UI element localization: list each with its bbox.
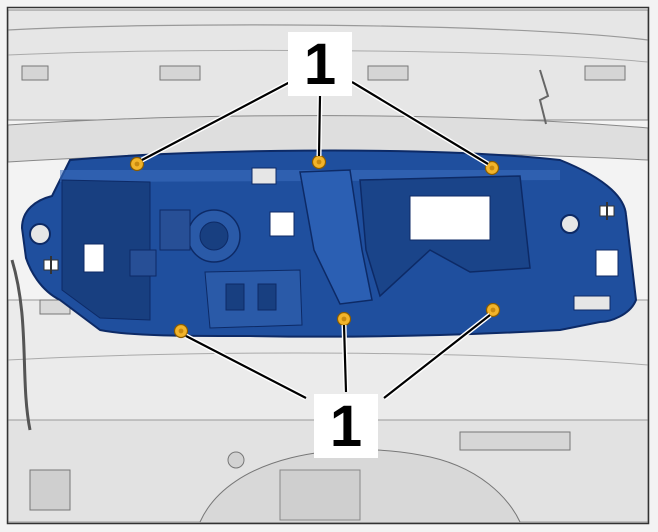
screw-head-icon [336, 311, 352, 327]
trim-clip-icon [599, 202, 615, 220]
screw-head-icon [485, 302, 501, 318]
trim-clip-icon [43, 256, 59, 274]
screw-head-icon [129, 156, 145, 172]
trim-clips [43, 202, 615, 274]
screw-head-icon [484, 160, 500, 176]
handle-housing [20, 149, 638, 338]
screw-head-icon [173, 323, 189, 339]
figure-frame [6, 6, 650, 525]
callout-top: 1 [288, 32, 352, 97]
leader-lines [140, 79, 492, 401]
screw-head-icon [311, 154, 327, 170]
fasteners [129, 154, 501, 339]
callout-bottom: 1 [314, 394, 378, 459]
callout-label: 1 [330, 394, 362, 459]
callout-label: 1 [304, 32, 336, 97]
